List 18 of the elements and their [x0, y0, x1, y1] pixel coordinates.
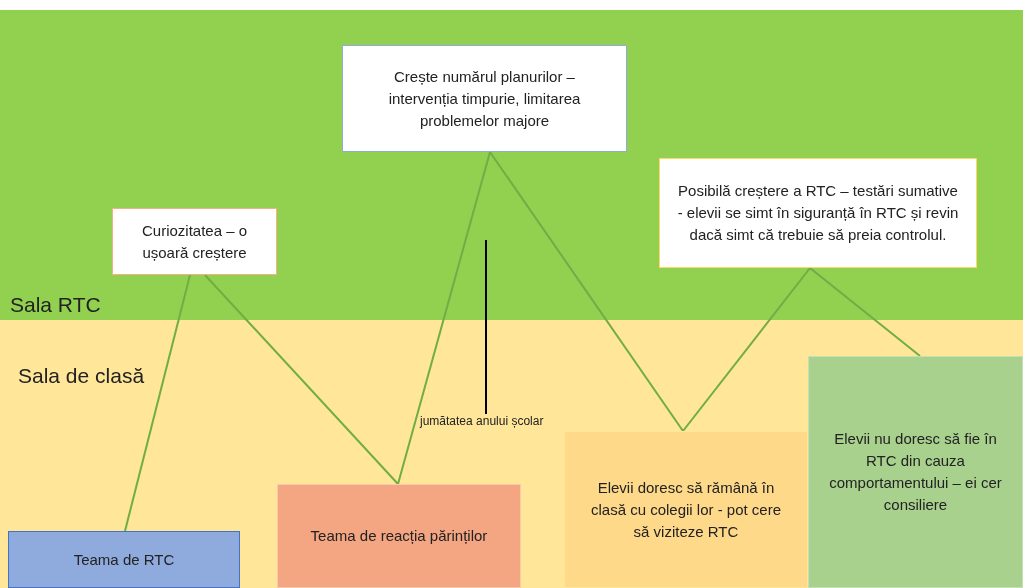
- trend-line: [124, 274, 191, 532]
- trend-line: [489, 151, 684, 432]
- stage-box: Teama de RTC: [8, 531, 240, 588]
- trend-line: [204, 274, 399, 485]
- room-band: [0, 320, 1023, 588]
- room-label: Sala de clasă: [18, 364, 145, 388]
- trend-line: [682, 267, 811, 432]
- timeline-label: jumătatea anului școlar: [420, 414, 544, 428]
- stage-box: Elevii doresc să rămână în clasă cu colegii lor - pot cere să viziteze RTC: [564, 431, 808, 588]
- trend-line: [397, 151, 491, 485]
- room-band: [0, 10, 1023, 320]
- stage-box: Elevii nu doresc să fie în RTC din cauza comportamentului – ei cer consiliere: [808, 356, 1023, 588]
- room-label: Sala RTC: [10, 293, 101, 317]
- stage-box: Crește numărul planurilor – intervenția timpurie, limitarea problemelor majore: [342, 45, 627, 152]
- stage-box: Posibilă creștere a RTC – testări sumative - elevii se simt în siguranță în RTC și revin dacă simt că trebuie să preia controlul.: [659, 158, 977, 268]
- stage-box: Teama de reacția părinților: [277, 484, 521, 588]
- stage-box: Curiozitatea – o ușoară creștere: [112, 208, 277, 275]
- trend-line: [809, 267, 921, 357]
